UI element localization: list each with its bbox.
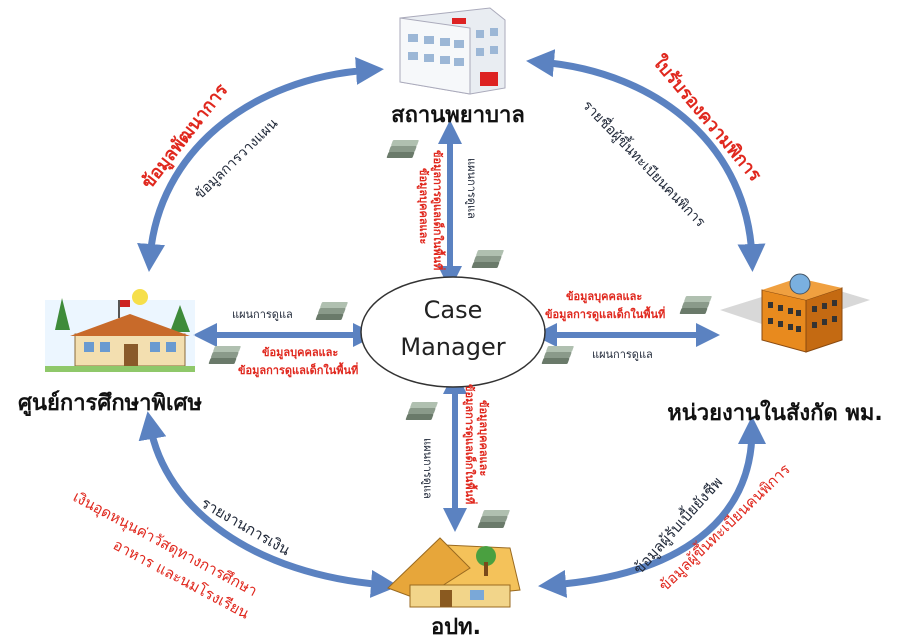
document-stack-icon: [679, 296, 712, 314]
label-up-person-data-1: ข้อมูลบุคคลและ: [416, 168, 430, 244]
msdhs-unit-label: หน่วยงานในสังกัด พม.: [667, 399, 883, 426]
label-up-care-plan: แผนการดูแล: [465, 158, 478, 219]
label-down-person-data-1: ข้อมูลบุคคลและ: [476, 400, 490, 476]
label-left-person-data-2: ข้อมูลการดูแลเด็กในพื้นที่: [238, 362, 358, 378]
label-right-care-plan: แผนการดูแล: [592, 348, 653, 361]
label-up-person-data-2: ข้อมูลการดูแลเด็กในพื้นที่: [430, 150, 446, 270]
label-down-person-data-2: ข้อมูลการดูแลเด็กในพื้นที่: [462, 384, 478, 504]
document-stack-icon: [541, 346, 574, 364]
case-manager-ellipse: [360, 276, 546, 388]
house-icon: [387, 537, 521, 608]
label-planning-data: ข้อมูลการวางแผน: [192, 115, 282, 203]
label-subsidy-line1: เงินอุดหนุนค่าวัสดุทางการศึกษา: [70, 488, 261, 601]
case-manager-label-line1: Case: [424, 296, 483, 324]
arrow-top-left: [137, 56, 384, 272]
document-stack-icon: [405, 402, 438, 420]
arrow-bottom-left: [138, 411, 399, 598]
school-icon: [45, 289, 195, 372]
label-right-person-data-1: ข้อมูลบุคคลและ: [566, 290, 642, 304]
arrow-bottom-right: [538, 416, 766, 598]
label-down-care-plan: แผนการดูแล: [421, 438, 434, 499]
hospital-icon: [399, 7, 506, 95]
hospital-label: สถานพยาบาล: [391, 103, 525, 128]
label-right-person-data-2: ข้อมูลการดูแลเด็กในพื้นที่: [545, 306, 665, 322]
case-manager-label-line2: Manager: [400, 333, 505, 361]
government-building-icon: [720, 273, 870, 353]
document-stack-icon: [471, 250, 504, 268]
arrow-top-right: [526, 49, 766, 272]
label-disability-certificate: ใบรับรองความพิการ: [648, 51, 766, 186]
document-stack-icon: [477, 510, 510, 528]
label-left-person-data-1: ข้อมูลบุคคลและ: [262, 346, 338, 360]
document-stack-icon: [315, 302, 348, 320]
special-ed-label: ศูนย์การศึกษาพิเศษ: [18, 390, 203, 417]
document-stack-icon: [386, 140, 419, 158]
document-stack-icon: [208, 346, 241, 364]
label-left-care-plan: แผนการดูแล: [232, 308, 293, 321]
local-admin-label: อปท.: [431, 615, 481, 640]
